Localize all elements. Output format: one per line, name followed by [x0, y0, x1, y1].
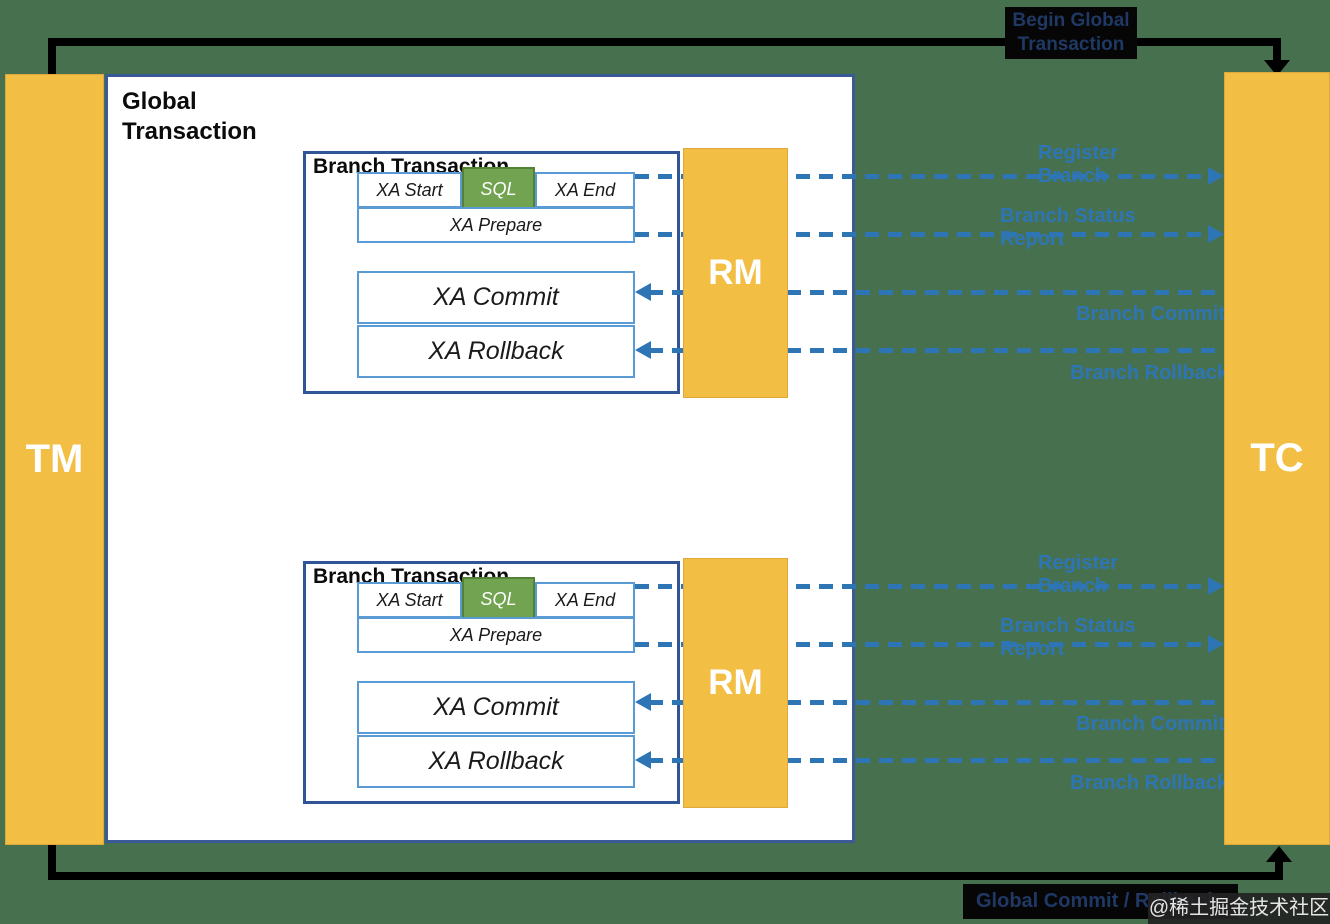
top-flow-line-tm-drop	[48, 38, 56, 78]
bottom-flow-line-tc-rise	[1275, 860, 1283, 872]
sql-step: SQL	[462, 577, 535, 622]
branch-rollback-arrow	[635, 341, 1224, 359]
global-transaction-title: Global Transaction	[122, 88, 257, 145]
xa-end-step: XA End	[535, 582, 635, 618]
arrow-right-icon	[1208, 225, 1224, 243]
dashed-line	[635, 232, 1210, 237]
branch-status-report-label: Branch Status Report	[1000, 205, 1136, 250]
xa-commit-step: XA Commit	[357, 681, 635, 734]
arrow-left-icon	[635, 751, 651, 769]
branch-commit-label: Branch Commit	[1076, 713, 1225, 735]
dashed-line	[649, 348, 1224, 353]
bottom-flow-line	[48, 872, 1283, 880]
transaction-manager-bar: TM	[5, 74, 104, 845]
branch-status-report-arrow	[635, 225, 1224, 243]
xa-start-step: XA Start	[357, 172, 462, 208]
top-flow-line-tc-drop	[1273, 38, 1281, 62]
dashed-line	[635, 584, 1210, 589]
register-branch-label: Register Branch	[1038, 552, 1119, 597]
dashed-line	[649, 700, 1224, 705]
xa-end-step: XA End	[535, 172, 635, 208]
branch-transaction-group-1: Branch Transaction XA Start SQL XA End X…	[303, 142, 1330, 400]
bottom-flow-line-tm-drop	[48, 845, 56, 872]
dashed-line	[635, 174, 1210, 179]
xa-rollback-step: XA Rollback	[357, 325, 635, 378]
branch-rollback-arrow	[635, 751, 1224, 769]
top-flow-line	[48, 38, 1281, 46]
arrow-left-icon	[635, 283, 651, 301]
dashed-line	[649, 290, 1224, 295]
xa-prepare-step: XA Prepare	[357, 207, 635, 243]
arrow-left-icon	[635, 341, 651, 359]
register-branch-arrow	[635, 167, 1224, 185]
begin-global-transaction-label: Begin Global Transaction	[1005, 7, 1137, 59]
branch-status-report-arrow	[635, 635, 1224, 653]
xa-prepare-step: XA Prepare	[357, 617, 635, 653]
arrow-right-icon	[1208, 635, 1224, 653]
branch-transaction-group-2: Branch Transaction XA Start SQL XA End X…	[303, 552, 1330, 810]
bottom-flow-arrowhead-icon	[1266, 846, 1292, 862]
arrow-right-icon	[1208, 577, 1224, 595]
transaction-coordinator-bar: TC	[1224, 72, 1330, 845]
sql-step: SQL	[462, 167, 535, 212]
resource-manager-box: RM	[683, 148, 788, 398]
arrow-right-icon	[1208, 167, 1224, 185]
dashed-line	[649, 758, 1224, 763]
resource-manager-box: RM	[683, 558, 788, 808]
register-branch-label: Register Branch	[1038, 142, 1119, 187]
branch-commit-arrow	[635, 283, 1224, 301]
arrow-left-icon	[635, 693, 651, 711]
branch-commit-label: Branch Commit	[1076, 303, 1225, 325]
register-branch-arrow	[635, 577, 1224, 595]
xa-rollback-step: XA Rollback	[357, 735, 635, 788]
xa-start-step: XA Start	[357, 582, 462, 618]
xa-commit-step: XA Commit	[357, 271, 635, 324]
branch-commit-arrow	[635, 693, 1224, 711]
branch-rollback-label: Branch Rollback	[1070, 362, 1228, 384]
dashed-line	[635, 642, 1210, 647]
branch-rollback-label: Branch Rollback	[1070, 772, 1228, 794]
branch-status-report-label: Branch Status Report	[1000, 615, 1136, 660]
watermark: @稀土掘金技术社区	[1148, 893, 1330, 924]
